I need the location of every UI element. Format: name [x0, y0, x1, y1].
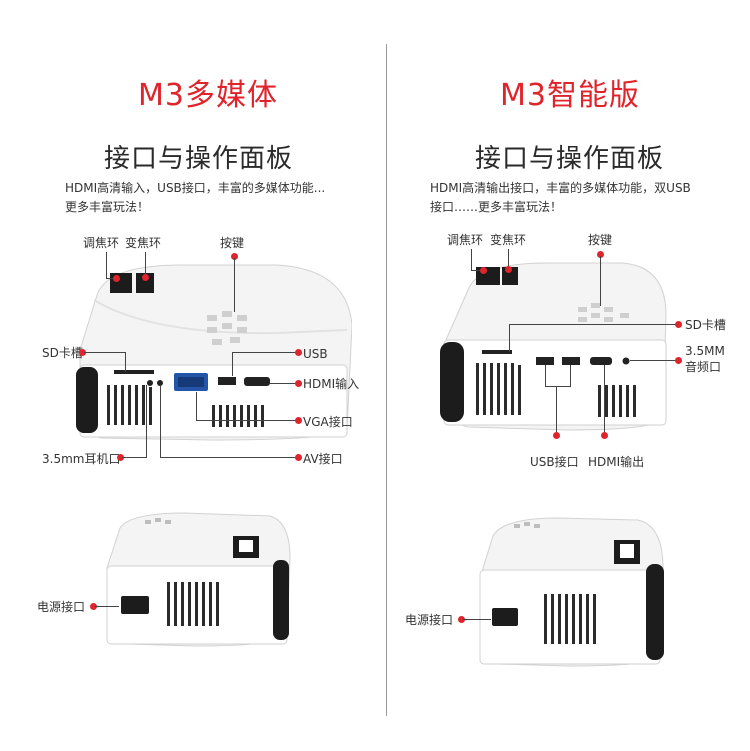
left-label-sd-slot: SD卡槽 [42, 346, 83, 360]
left-description: HDMI高清输入，USB接口，丰富的多媒体功能... 更多丰富玩法！ [65, 179, 325, 217]
left-label-av: AV接口 [303, 452, 343, 466]
right-desc-line2: 接口……更多丰富玩法！ [430, 200, 563, 214]
left-label-focus-ring: 调焦环 [83, 236, 120, 250]
left-variant-title: M3多媒体 [138, 78, 278, 113]
right-projector-front-photo [440, 262, 667, 431]
right-variant-title: M3智能版 [500, 78, 640, 113]
center-divider [386, 44, 387, 716]
left-label-hdmi-input: HDMI输入 [303, 377, 360, 391]
left-desc-line1: HDMI高清输入，USB接口，丰富的多媒体功能... [65, 181, 326, 195]
right-label-usb: USB接口 [530, 455, 579, 469]
right-description: HDMI高清输出接口，丰富的多媒体功能，双USB 接口……更多丰富玩法！ [430, 179, 691, 217]
right-label-zoom-ring: 变焦环 [490, 233, 527, 247]
right-label-audio-line1: 3.5MM [685, 344, 725, 358]
left-projector-back-photo [106, 512, 291, 647]
right-label-sd-slot: SD卡槽 [685, 318, 726, 332]
left-label-buttons: 按键 [220, 236, 245, 250]
left-section-title: 接口与操作面板 [104, 144, 294, 174]
right-label-power: 电源接口 [405, 613, 454, 627]
left-label-usb: USB [303, 347, 328, 361]
right-desc-line1: HDMI高清输出接口，丰富的多媒体功能，双USB [430, 181, 691, 195]
left-desc-line2: 更多丰富玩法！ [65, 200, 150, 214]
right-label-hdmi-output: HDMI输出 [588, 455, 645, 469]
right-section-title: 接口与操作面板 [475, 144, 665, 174]
left-label-zoom-ring: 变焦环 [125, 236, 162, 250]
right-label-buttons: 按键 [588, 233, 613, 247]
left-label-headphone: 3.5mm耳机口 [42, 452, 121, 466]
right-label-focus-ring: 调焦环 [447, 233, 484, 247]
left-label-vga: VGA接口 [303, 415, 353, 429]
right-label-audio-line2: 音频口 [685, 360, 722, 374]
left-label-power: 电源接口 [37, 600, 86, 614]
right-projector-back-photo [479, 517, 664, 667]
